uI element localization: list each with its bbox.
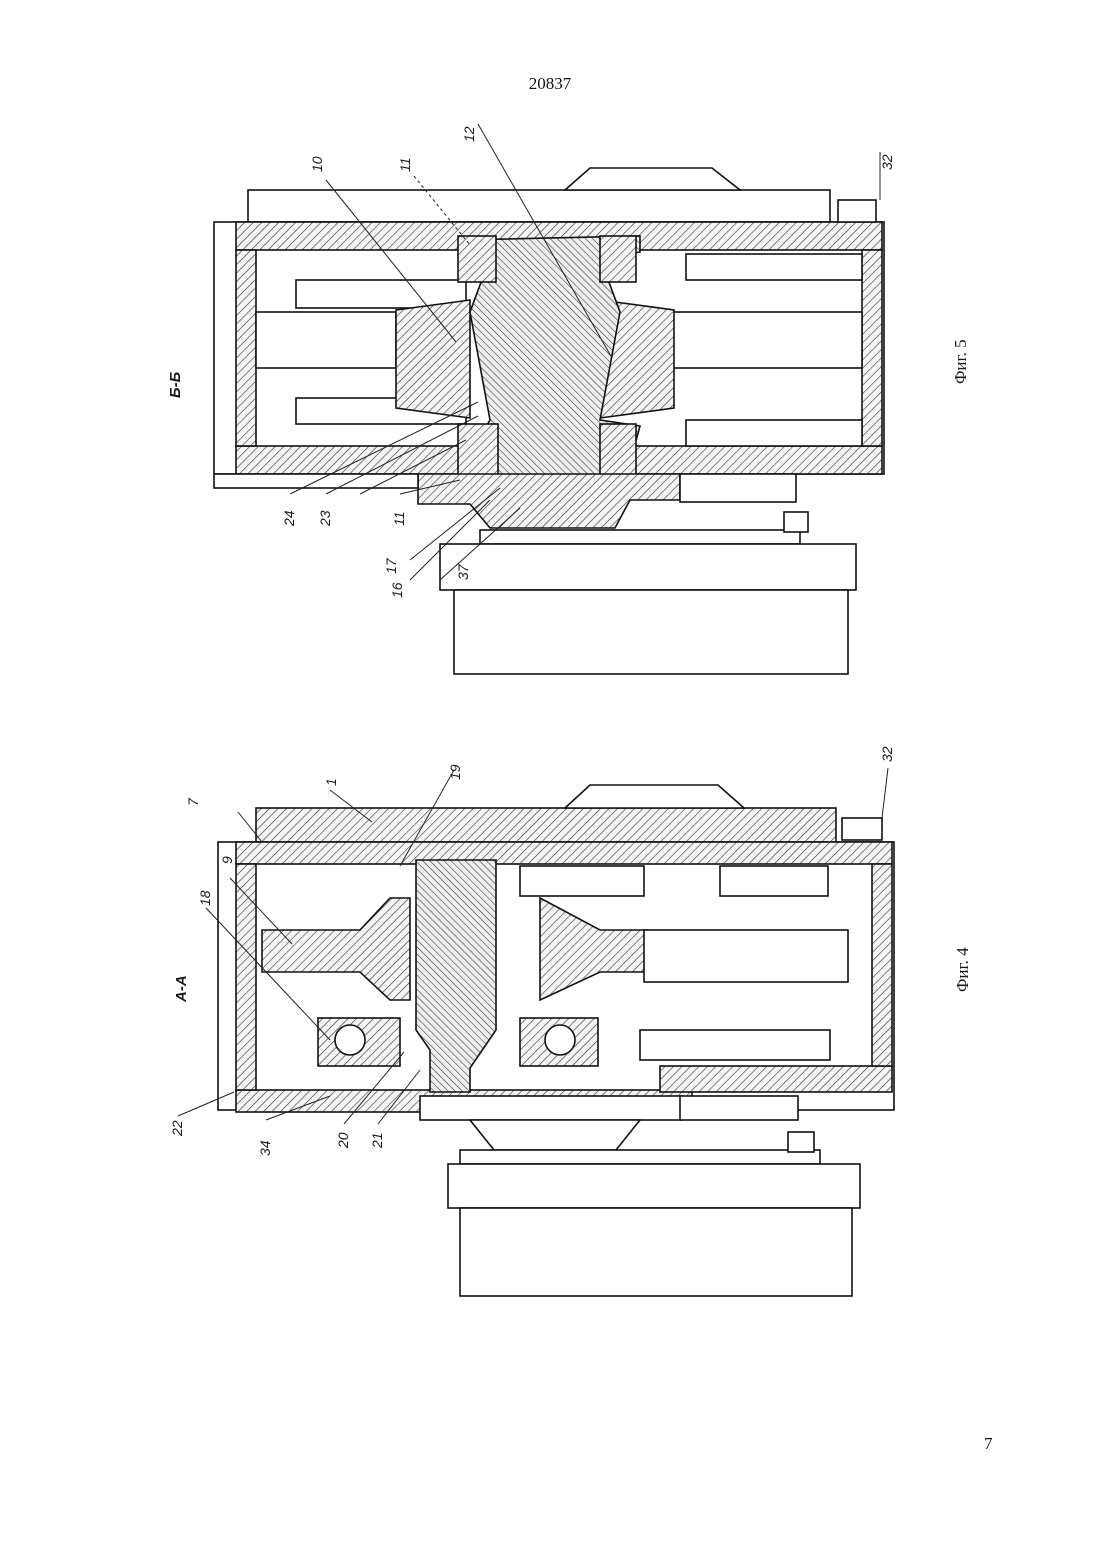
fig5-gear-block-right-2 xyxy=(686,254,862,280)
fig5-bolt-small xyxy=(784,512,808,532)
fig4-wall-left xyxy=(236,864,256,1090)
fig5-label-11-top: 11 xyxy=(397,157,413,172)
fig5-gear-block-right-3 xyxy=(686,420,862,446)
fig5-label-17: 17 xyxy=(383,557,399,574)
fig4-flange-2 xyxy=(460,1150,820,1164)
fig4-block-r1 xyxy=(520,866,644,896)
fig4-label-21: 21 xyxy=(369,1132,385,1149)
fig5-caption: Фиг. 5 xyxy=(951,339,970,384)
fig4-bottom-cover xyxy=(420,1096,682,1120)
fig4-label-34: 34 xyxy=(257,1140,273,1156)
fig4-label-18: 18 xyxy=(197,890,213,906)
fig5-flange-1 xyxy=(680,474,796,502)
fig5-bearing-top-right xyxy=(600,236,636,282)
fig4-caption: Фиг. 4 xyxy=(953,947,972,992)
fig4-label-1: 1 xyxy=(323,778,339,786)
fig5-wall-right xyxy=(862,250,882,446)
fig4-bolt-32 xyxy=(842,818,882,840)
fig4-label-9: 9 xyxy=(219,856,235,864)
fig4-block-r4 xyxy=(720,866,828,896)
fig4-label-20: 20 xyxy=(335,1132,351,1149)
figure-5 xyxy=(214,168,884,674)
fig5-wall-left xyxy=(236,250,256,446)
fig5-bearing-top-left xyxy=(458,236,496,282)
fig4-flange-3 xyxy=(448,1164,860,1208)
fig5-label-24: 24 xyxy=(281,510,297,527)
fig5-motor-body xyxy=(454,590,848,674)
fig5-bearing-bottom-left xyxy=(458,424,498,478)
figure-4 xyxy=(218,785,894,1296)
fig4-top-boss xyxy=(565,785,744,808)
fig5-gear-hub xyxy=(396,300,470,418)
fig4-wall-right xyxy=(872,864,892,1066)
fig5-flange-2 xyxy=(480,530,800,544)
fig4-label-7: 7 xyxy=(185,797,201,806)
fig5-label-10: 10 xyxy=(309,156,325,172)
fig5-bolt-32 xyxy=(838,200,876,222)
fig5-label-16: 16 xyxy=(389,582,405,598)
fig5-top-boss xyxy=(565,168,740,190)
fig4-ball-left xyxy=(335,1025,365,1055)
fig4-wall-right-bottom xyxy=(660,1066,892,1092)
fig5-label-32: 32 xyxy=(879,154,895,170)
fig4-wall-top xyxy=(236,842,892,864)
fig5-outer-plate xyxy=(248,190,830,222)
fig4-block-r2 xyxy=(644,930,848,982)
fig4-motor-body xyxy=(460,1208,852,1296)
fig5-bearing-bottom-right xyxy=(600,424,636,478)
fig4-flange-1 xyxy=(680,1096,798,1120)
fig4-ball-right xyxy=(545,1025,575,1055)
fig5-gear-block-left-1 xyxy=(256,312,396,368)
fig5-flange-3 xyxy=(440,544,856,590)
fig4-block-r3 xyxy=(640,1030,830,1060)
fig5-label-11-bottom: 11 xyxy=(391,511,407,526)
fig4-label-32: 32 xyxy=(879,746,895,762)
fig5-label-37: 37 xyxy=(455,563,471,580)
fig5-label-12: 12 xyxy=(461,126,477,142)
fig5-bottom-cover xyxy=(418,474,680,528)
fig4-cone xyxy=(470,1120,640,1150)
fig4-label-22: 22 xyxy=(169,1120,185,1137)
fig4-bolt-small xyxy=(788,1132,814,1152)
fig5-section-label: Б-Б xyxy=(167,371,184,398)
fig4-section-label: А-А xyxy=(173,975,190,1003)
fig4-label-19: 19 xyxy=(447,764,463,780)
fig5-gear-block-right-1 xyxy=(670,312,862,368)
fig5-label-23: 23 xyxy=(317,510,333,527)
